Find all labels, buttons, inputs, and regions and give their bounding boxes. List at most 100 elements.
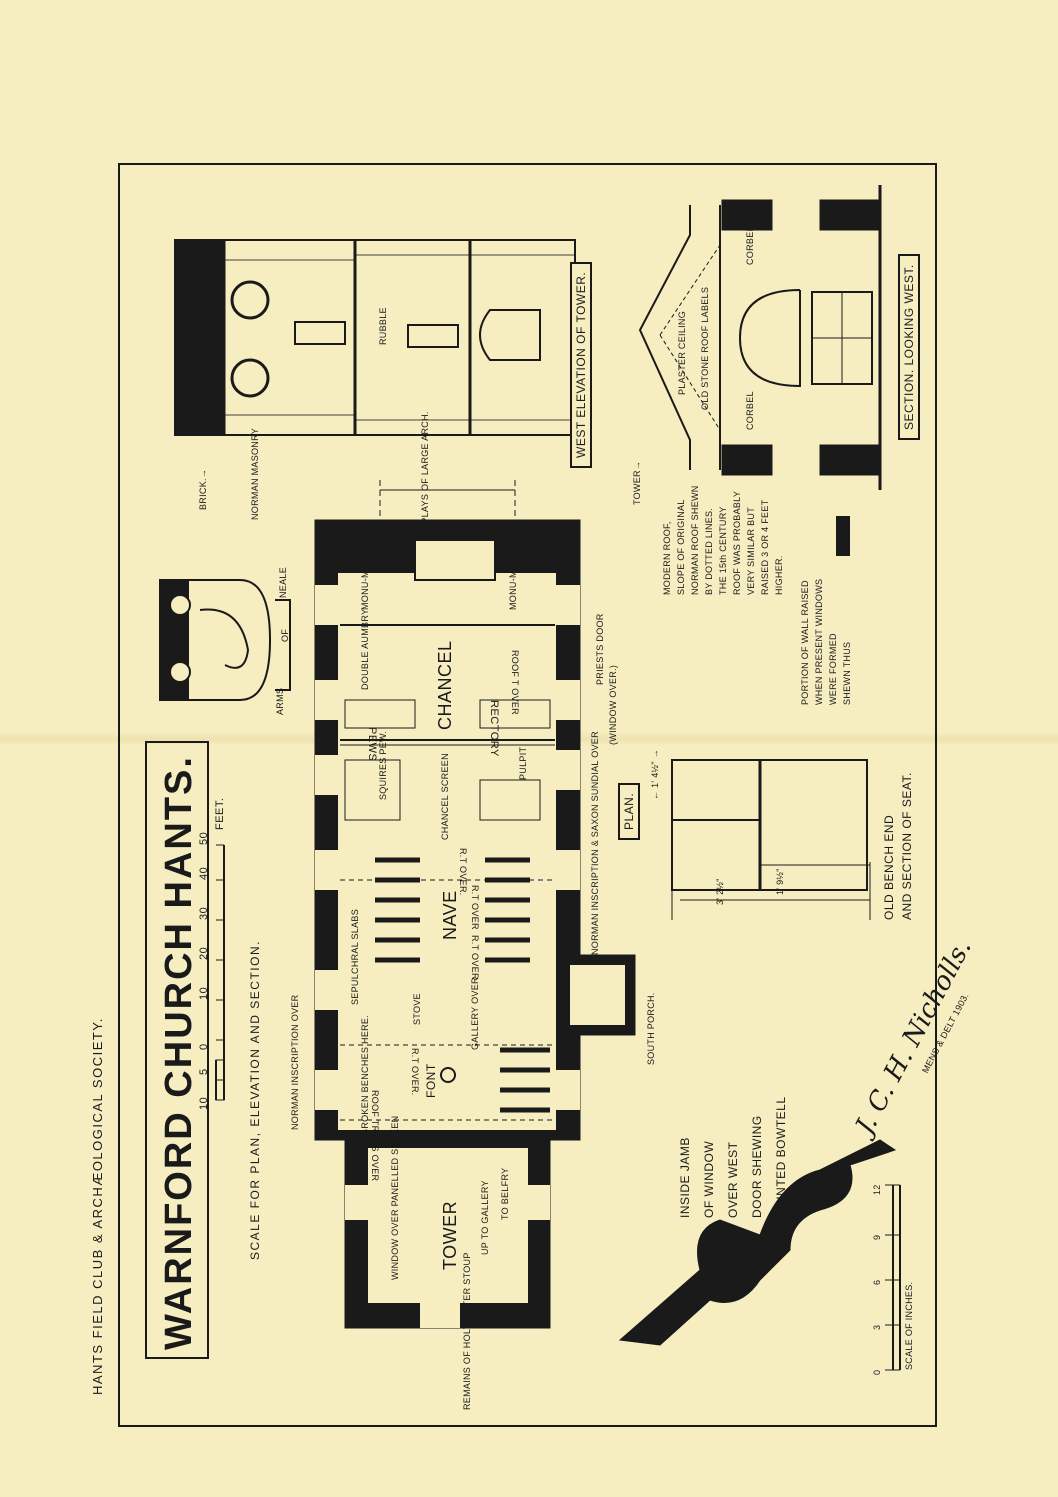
note-line-4: BY DOTTED LINES.	[704, 507, 714, 595]
label-rectory: RECTORY	[488, 700, 500, 757]
label-rt-over-4: R.T OVER.	[410, 1048, 420, 1096]
note-line-6: ROOF WAS PROBABLY	[732, 490, 742, 595]
note-line-7: VERY SIMILAR BUT	[746, 507, 756, 595]
label-window-panelled: WINDOW OVER PANELLED SCREEN	[390, 1115, 400, 1280]
arms-shield	[159, 579, 291, 701]
plan-dimension: ← 1' 4½" →	[650, 749, 660, 800]
label-broken-benches: BROKEN BENCHES HERE.	[360, 1014, 370, 1135]
inch-tick-0: 0	[872, 1369, 882, 1375]
inch-tick-6: 6	[872, 1279, 882, 1285]
jamb-line-3: OVER WEST	[726, 1141, 740, 1218]
inch-tick-3: 3	[872, 1324, 882, 1330]
society-name: HANTS FIELD CLUB & ARCHÆOLOGICAL SOCIETY…	[90, 1017, 105, 1395]
arms-label-neale: NEALE	[278, 566, 288, 598]
bench-caption-2: AND SECTION OF SEAT.	[900, 772, 914, 920]
label-plaster-ceiling: PLASTER CEILING	[677, 310, 687, 395]
tower-elevation	[174, 239, 576, 436]
label-pulpit: PULPIT	[518, 746, 528, 780]
label-norman-inscription-over: NORMAN INSCRIPTION OVER	[290, 994, 300, 1130]
legend-swatch	[836, 516, 850, 556]
scale-unit: FEET.	[214, 797, 226, 830]
inches-scale-bar	[885, 1184, 901, 1371]
bench-end	[671, 759, 871, 920]
church-plan	[314, 480, 636, 1329]
legend-line-1: PORTION OF WALL RAISED	[800, 580, 810, 705]
inch-tick-12: 12	[872, 1184, 882, 1195]
label-pews: PEWS	[366, 727, 378, 762]
label-roof-truss: ROOF TRUSS OVER	[370, 1090, 380, 1182]
label-rt-over-1: R.T OVER.	[458, 848, 468, 896]
scale-caption: SCALE FOR PLAN, ELEVATION AND SECTION.	[248, 940, 262, 1260]
note-line-5: THE 15th CENTURY	[718, 506, 728, 595]
label-roof-t-over: ROOF T OVER	[510, 650, 520, 715]
label-chancel-screen: CHANCEL SCREEN	[440, 753, 450, 840]
bench-caption-1: OLD BENCH END	[882, 814, 896, 920]
label-brick: BRICK.→	[198, 468, 208, 510]
arms-label-of: OF	[280, 628, 290, 642]
label-stove: STOVE	[412, 993, 422, 1025]
section-title: SECTION. LOOKING WEST.	[898, 254, 920, 440]
inch-tick-9: 9	[872, 1234, 882, 1240]
scale-tick-40: 40	[198, 866, 210, 880]
drawing-frame	[118, 163, 937, 1427]
bench-dim-1: 3' 2½"	[715, 878, 725, 905]
bench-dim-2: 1' 9½"	[775, 868, 785, 895]
scale-tick-10: 10	[198, 986, 210, 1000]
label-corbel-a: CORBEL	[745, 226, 755, 265]
note-line-9: HIGHER.	[774, 555, 784, 595]
plan-title: PLAN.	[618, 782, 640, 840]
scale-tick-30: 30	[198, 906, 210, 920]
inches-caption: SCALE OF INCHES.	[904, 1281, 914, 1370]
label-priests-door: PRIESTS DOOR	[595, 613, 605, 685]
legend-line-3: WERE FORMED	[828, 633, 838, 705]
section-looking-west	[638, 185, 882, 490]
scale-tick-5: 5	[198, 1068, 210, 1075]
page-title: WARNFORD CHURCH HANTS.	[158, 755, 200, 1350]
jamb-moulding-profile	[618, 1139, 897, 1346]
elevation-title: WEST ELEVATION OF TOWER.	[570, 261, 592, 468]
room-tower: TOWER	[440, 1200, 460, 1270]
label-up-to-gallery: UP TO GALLERY	[480, 1180, 490, 1255]
label-norman-masonry: NORMAN MASONRY	[250, 427, 260, 520]
jamb-line-4: DOOR SHEWING	[750, 1115, 764, 1218]
jamb-line-1: INSIDE JAMB	[678, 1137, 692, 1218]
label-monument-a: MONU-MENT	[360, 551, 370, 610]
label-rubble: RUBBLE	[378, 307, 388, 345]
label-to-belfry: TO BELFRY	[500, 1167, 510, 1220]
note-line-2: SLOPE OF ORIGINAL	[676, 499, 686, 595]
label-squires-pew: SQUIRES PEW.	[378, 730, 388, 800]
label-norman-sundial: NORMAN INSCRIPTION & SAXON SUNDIAL OVER	[590, 731, 600, 955]
note-line-3: NORMAN ROOF SHEWN	[690, 485, 700, 595]
label-splays: SPLAYS OF LARGE ARCH.	[420, 411, 430, 530]
scale-tick-20: 20	[198, 946, 210, 960]
label-corbel-b: CORBEL	[745, 391, 755, 430]
label-rt-over-3: R.T OVER	[470, 935, 480, 980]
label-window-over: (WINDOW OVER.)	[608, 664, 618, 745]
label-gallery-over: GALLERY OVER	[470, 977, 480, 1050]
jamb-line-5: POINTED BOWTELL	[774, 1096, 788, 1218]
room-chancel: CHANCEL	[435, 640, 455, 730]
jamb-line-2: OF WINDOW	[702, 1140, 716, 1218]
legend-line-4: SHEWN THUS	[842, 641, 852, 705]
label-sepulchral: SEPULCHRAL SLABS	[350, 908, 360, 1005]
label-old-stone-roof: OLD STONE ROOF LABELS	[700, 286, 710, 410]
scale-tick-10a: 10	[198, 1096, 210, 1110]
label-holy-water-stoup: REMAINS OF HOLY WATER STOUP	[462, 1252, 472, 1410]
room-south-porch: SOUTH PORCH.	[646, 992, 656, 1065]
label-monument-b: MONU-MENT	[508, 551, 518, 610]
note-line-8: RAISED 3 OR 4 FEET	[760, 499, 770, 595]
label-double-aumbry: DOUBLE AUMBRY	[360, 608, 370, 690]
feet-scale-bar	[215, 844, 225, 1101]
label-font: FONT	[424, 1063, 438, 1098]
scale-tick-50: 50	[198, 831, 210, 845]
label-rt-over-2: R.T OVER	[470, 885, 480, 930]
scale-tick-0: 0	[198, 1043, 210, 1050]
legend-line-2: WHEN PRESENT WINDOWS	[814, 578, 824, 705]
note-line-1: MODERN ROOF,	[662, 521, 672, 595]
room-nave: NAVE	[440, 890, 460, 940]
arms-label-arms: ARMS	[275, 687, 285, 715]
label-tower-arrow: TOWER→	[632, 460, 642, 505]
title-border	[145, 741, 209, 1359]
